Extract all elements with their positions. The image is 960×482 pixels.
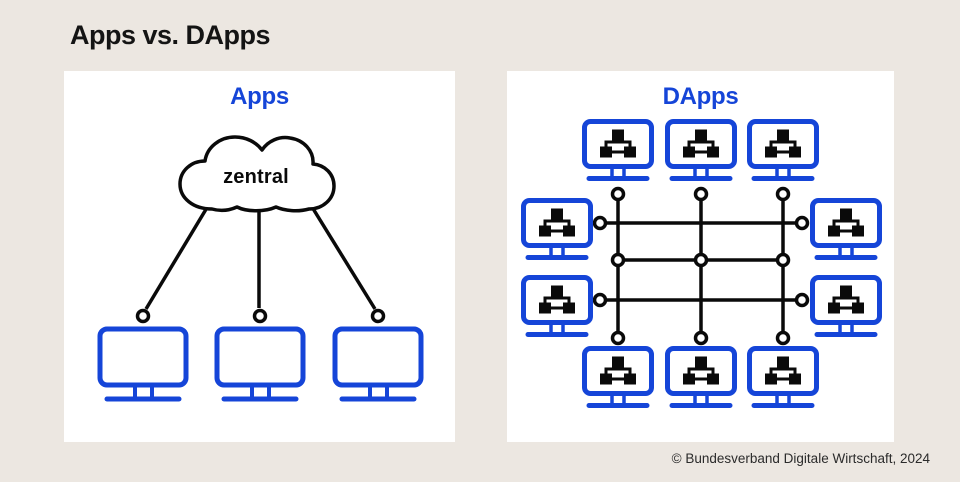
dapp-node-monitor-icon	[524, 278, 591, 335]
cloud-label: zentral	[223, 166, 289, 188]
dapp-node-monitor-icon	[524, 201, 591, 258]
dapp-node-monitor-icon	[668, 122, 735, 179]
node-circle	[794, 215, 810, 231]
client-monitor-icon	[335, 329, 421, 399]
client-monitor-icon	[100, 329, 186, 399]
apps-panel-title: Apps	[230, 83, 289, 110]
node-circle	[775, 330, 791, 346]
dapp-node-monitor-icon	[585, 122, 652, 179]
apps-diagram	[64, 135, 455, 442]
dapp-node-monitor-icon	[585, 349, 652, 406]
mesh-nodes	[592, 186, 810, 346]
node-circle	[610, 186, 626, 202]
connection-line	[144, 195, 216, 310]
cloud-shape	[178, 135, 336, 213]
dapp-node-monitor-icon	[813, 278, 880, 335]
node-circle	[592, 215, 608, 231]
node-circle	[693, 330, 709, 346]
node-circle	[135, 308, 151, 324]
node-circle	[592, 292, 608, 308]
node-circle	[794, 292, 810, 308]
page-title: Apps vs. DApps	[70, 20, 271, 50]
node-circle	[610, 330, 626, 346]
node-circle	[775, 252, 791, 268]
node-circle	[775, 186, 791, 202]
node-circle	[252, 308, 268, 324]
dapp-node-monitor-icon	[750, 122, 817, 179]
node-circle	[693, 186, 709, 202]
dapps-panel: DApps	[507, 71, 894, 442]
copyright-text: © Bundesverband Digitale Wirtschaft, 202…	[671, 451, 930, 466]
dapp-node-monitor-icon	[750, 349, 817, 406]
client-monitor-icon	[217, 329, 303, 399]
apps-panel: Apps zentral	[64, 71, 455, 442]
dapps-panel-title: DApps	[662, 83, 739, 110]
connection-line	[302, 193, 377, 310]
node-circle	[370, 308, 386, 324]
dapps-diagram	[507, 71, 894, 442]
dapp-node-monitor-icon	[668, 349, 735, 406]
node-circle	[610, 252, 626, 268]
node-circle	[693, 252, 709, 268]
dapp-node-monitor-icon	[813, 201, 880, 258]
